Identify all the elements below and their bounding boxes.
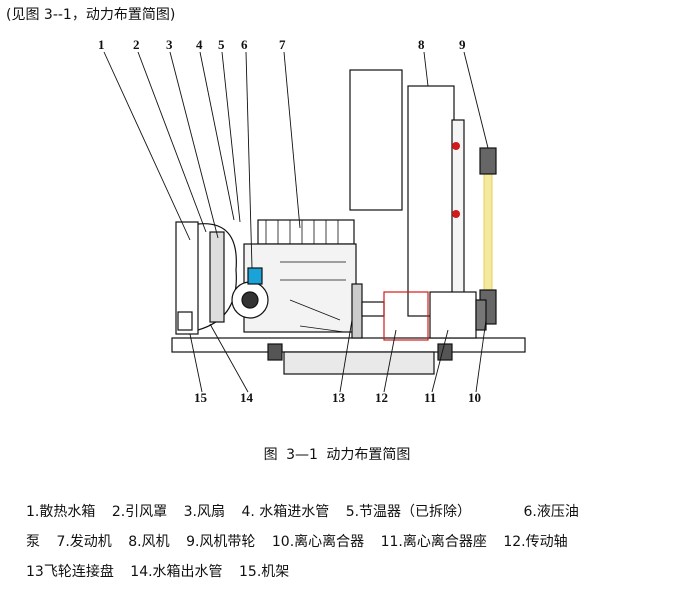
callout-8: 8 (418, 37, 425, 52)
legend-item: 泵 (26, 534, 40, 550)
legend-item: 1.散热水箱 (26, 504, 96, 520)
legend-item: 15.机架 (239, 564, 290, 580)
legend-item: 7.发动机 (56, 534, 112, 550)
parts-legend: 1.散热水箱 2.引风罩 3.风扇 4. 水箱进水管 5.节温器（已拆除） 6.… (26, 497, 666, 587)
blower-pulley-top (479, 147, 497, 175)
callout-11: 11 (424, 390, 436, 405)
blower-duct (349, 69, 403, 211)
figure-caption: 图 3—1 动力布置简图 (263, 447, 411, 463)
callout-12: 12 (375, 390, 388, 405)
clutch-seat (429, 291, 477, 339)
callout-9: 9 (459, 37, 466, 52)
callout-14: 14 (240, 390, 254, 405)
callout-13: 13 (332, 390, 346, 405)
callout-6: 6 (241, 37, 248, 52)
legend-item: 4. 水箱进水管 (241, 504, 330, 520)
power-layout-diagram: 1 2 3 4 5 6 7 8 9 15 14 13 12 11 10 (98, 37, 526, 405)
drive-shaft-highlight (383, 291, 429, 341)
frame-foot-right (437, 343, 453, 361)
callout-4: 4 (196, 37, 203, 52)
radiator (175, 221, 199, 335)
legend-item: 3.风扇 (183, 504, 225, 520)
legend-item: 6.液压油 (523, 504, 579, 520)
legend-item: 12.传动轴 (503, 534, 568, 550)
centrifugal-clutch (475, 299, 487, 331)
fan (209, 231, 225, 323)
blower-body (407, 85, 455, 317)
callout-2: 2 (133, 37, 140, 52)
legend-item: 8.风机 (128, 534, 170, 550)
radiator-fill (177, 311, 193, 331)
flywheel-housing (351, 283, 363, 339)
legend-item: 2.引风罩 (111, 504, 168, 520)
figure-reference-note: (见图 3--1，动力布置简图) (6, 7, 176, 23)
callout-15: 15 (194, 390, 208, 405)
callout-3: 3 (166, 37, 173, 52)
hydraulic-pump (247, 267, 263, 285)
frame-foot-left (267, 343, 283, 361)
engine-details (280, 261, 346, 333)
callout-1: 1 (98, 37, 105, 52)
engine-head (257, 219, 355, 245)
legend-item: 14.水箱出水管 (130, 564, 223, 580)
drive-shaft (361, 301, 385, 317)
frame-under (283, 351, 435, 375)
legend-item: 5.节温器（已拆除） (345, 504, 472, 520)
callout-7: 7 (279, 37, 286, 52)
callout-10: 10 (468, 390, 481, 405)
legend-item: 11.离心离合器座 (380, 534, 487, 550)
legend-item: 13飞轮连接盘 (26, 564, 114, 580)
legend-item: 10.离心离合器 (271, 534, 365, 550)
callout-5: 5 (218, 37, 225, 52)
legend-item: 9.风机带轮 (186, 534, 256, 550)
